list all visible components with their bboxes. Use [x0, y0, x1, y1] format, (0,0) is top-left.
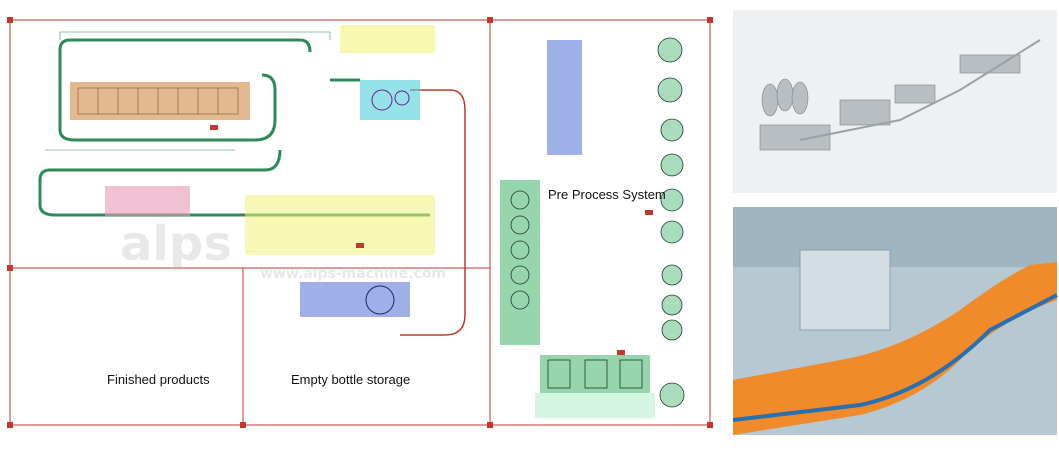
frame-corner-markers [7, 17, 713, 428]
photo-orange-bottles [733, 262, 1057, 435]
bottle-return-line [400, 89, 466, 336]
sterilizer-tanks [547, 359, 643, 389]
cap-feeding-zone [340, 25, 435, 53]
photo-machine-housing [799, 249, 891, 331]
juice-extraction-zone [500, 180, 540, 345]
conveyor-lines [38, 38, 430, 217]
extraction-tanks [510, 190, 530, 310]
labeling-zone [105, 186, 190, 216]
tunnel-pasteurizer-zone [70, 82, 250, 120]
sterilizer-zone [540, 355, 650, 393]
render-conveyor [799, 39, 1041, 141]
preheater-zone [547, 40, 582, 155]
storage-tanks [657, 37, 685, 408]
filler-rotary [371, 89, 393, 111]
dimension-lines [45, 31, 331, 151]
unscrambler-wheel [365, 285, 395, 315]
capper-rotary [394, 90, 410, 106]
render-machines [759, 54, 1021, 151]
empty-bottle-unscrambler-zone [300, 282, 410, 317]
pre-process-system-label: Pre Process System [548, 187, 666, 202]
photo-blue-conveyor [732, 293, 1058, 422]
cip-zone [535, 393, 655, 418]
filling-machine-zone [360, 80, 420, 120]
pasteurizer-chambers [77, 87, 239, 115]
packing-zone [245, 195, 435, 255]
watermark-url: www.alps-machine.com [260, 266, 446, 282]
finished-products-label: Finished products [107, 372, 210, 387]
layout-frame [9, 19, 711, 426]
warning-signs [210, 125, 653, 355]
empty-bottle-storage-label: Empty bottle storage [291, 372, 410, 387]
watermark-brand: alps [120, 216, 232, 272]
